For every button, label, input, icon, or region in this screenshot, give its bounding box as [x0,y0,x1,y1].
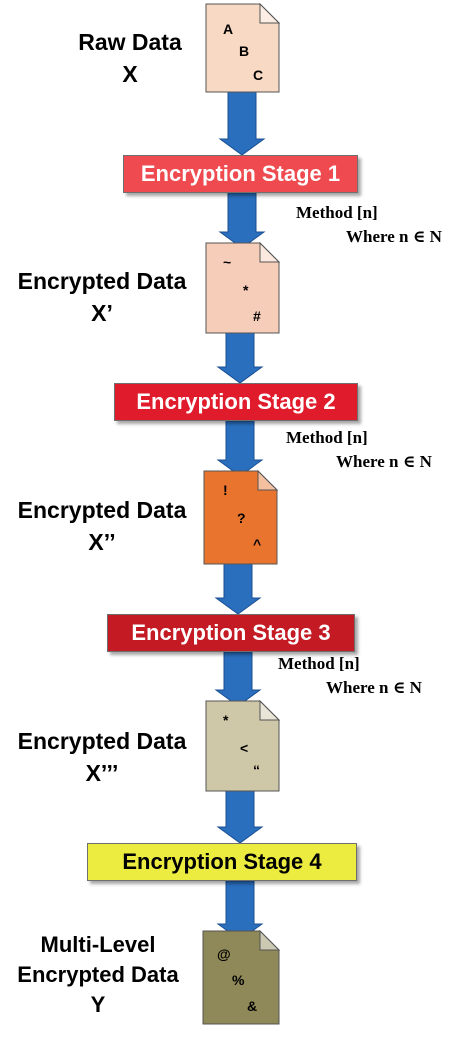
method-note-2-line1: Method [n] [286,428,368,447]
doc-symbol-3: & [247,998,258,1014]
encrypted-data-2-label: Encrypted Data X’’ [2,494,202,558]
doc-symbol-2: * [243,282,249,298]
document-page-body [205,242,280,334]
final-data-label: Multi-Level Encrypted Data Y [0,930,196,1020]
document-page-body [202,930,280,1025]
method-note-3-line2: Where n ∈ N [326,678,422,697]
method-note-1-line2: Where n ∈ N [346,227,442,246]
encrypted-data-1-title: Encrypted Data [17,268,187,294]
flow-arrow [218,192,266,249]
document-page-body [203,470,278,565]
document-folded-corner [259,700,280,721]
encryption-stage-4-label: Encryption Stage 4 [122,849,322,874]
document-final-icon: @ % & [202,930,280,1025]
method-note-1-line1: Method [n] [296,203,378,222]
doc-symbol-2: % [232,972,245,988]
doc-symbol-2: ? [237,510,246,526]
document-page-shape [202,930,280,1025]
final-data-line3: Y [90,992,106,1017]
doc-symbol-3: “ [253,762,260,778]
encrypted-data-3-label: Encrypted Data X’’’ [2,725,202,789]
flow-arrow [216,420,264,477]
final-data-line1: Multi-Level [40,932,156,957]
doc-symbol-1: ~ [223,254,232,270]
encrypted-data-3-title: Encrypted Data [17,728,187,754]
encryption-stage-3-label: Encryption Stage 3 [131,620,331,645]
encryption-stage-3: Encryption Stage 3 [107,614,355,652]
doc-symbol-1: ! [223,482,228,498]
raw-data-title: Raw Data [78,29,182,55]
doc-symbol-3: # [253,308,261,324]
document-encrypted-1-icon: ~ * # [205,242,280,334]
document-page-shape [205,242,280,334]
doc-symbol-1: * [223,712,229,728]
flow-arrow [216,789,264,844]
document-page-body [205,700,280,792]
method-note-3-line1: Method [n] [278,654,360,673]
doc-symbol-3: C [253,67,264,83]
document-folded-corner [257,470,278,491]
raw-data-symbol: X [122,61,138,87]
encrypted-data-2-title: Encrypted Data [17,497,187,523]
flow-arrow [214,559,262,615]
raw-data-label: Raw Data X [60,26,200,90]
document-page-body [205,3,280,93]
document-folded-corner [259,242,280,263]
encrypted-data-2-symbol: X’’ [88,529,116,555]
encryption-stage-1: Encryption Stage 1 [123,155,358,193]
encryption-stage-2: Encryption Stage 2 [114,383,358,421]
encryption-stage-2-label: Encryption Stage 2 [136,389,336,414]
document-page-shape [205,3,280,93]
method-note-2: Method [n] Where n ∈ N [286,428,432,472]
document-folded-corner [259,3,280,24]
document-folded-corner [259,930,280,951]
method-note-2-line2: Where n ∈ N [336,452,432,471]
doc-symbol-2: < [240,740,249,756]
doc-symbol-3: ^ [253,536,262,552]
flow-arrow [214,651,262,707]
encrypted-data-1-label: Encrypted Data X’ [2,265,202,329]
final-data-line2: Encrypted Data [17,962,179,987]
doc-symbol-1: @ [217,946,231,962]
document-page-shape [203,470,278,565]
encryption-stage-1-label: Encryption Stage 1 [140,161,341,186]
flow-arrow [216,332,264,384]
flow-arrow [218,89,266,156]
encrypted-data-1-symbol: X’ [91,300,113,326]
encryption-stage-4: Encryption Stage 4 [87,843,357,881]
encrypted-data-3-symbol: X’’’ [85,760,119,786]
method-note-3: Method [n] Where n ∈ N [278,654,422,698]
document-encrypted-2-icon: ! ? ^ [203,470,278,565]
document-raw-icon: A B C [205,3,280,93]
doc-symbol-1: A [223,21,234,37]
method-note-1: Method [n] Where n ∈ N [296,203,442,247]
doc-symbol-2: B [239,43,250,59]
document-encrypted-3-icon: * < “ [205,700,280,792]
document-page-shape [205,700,280,792]
